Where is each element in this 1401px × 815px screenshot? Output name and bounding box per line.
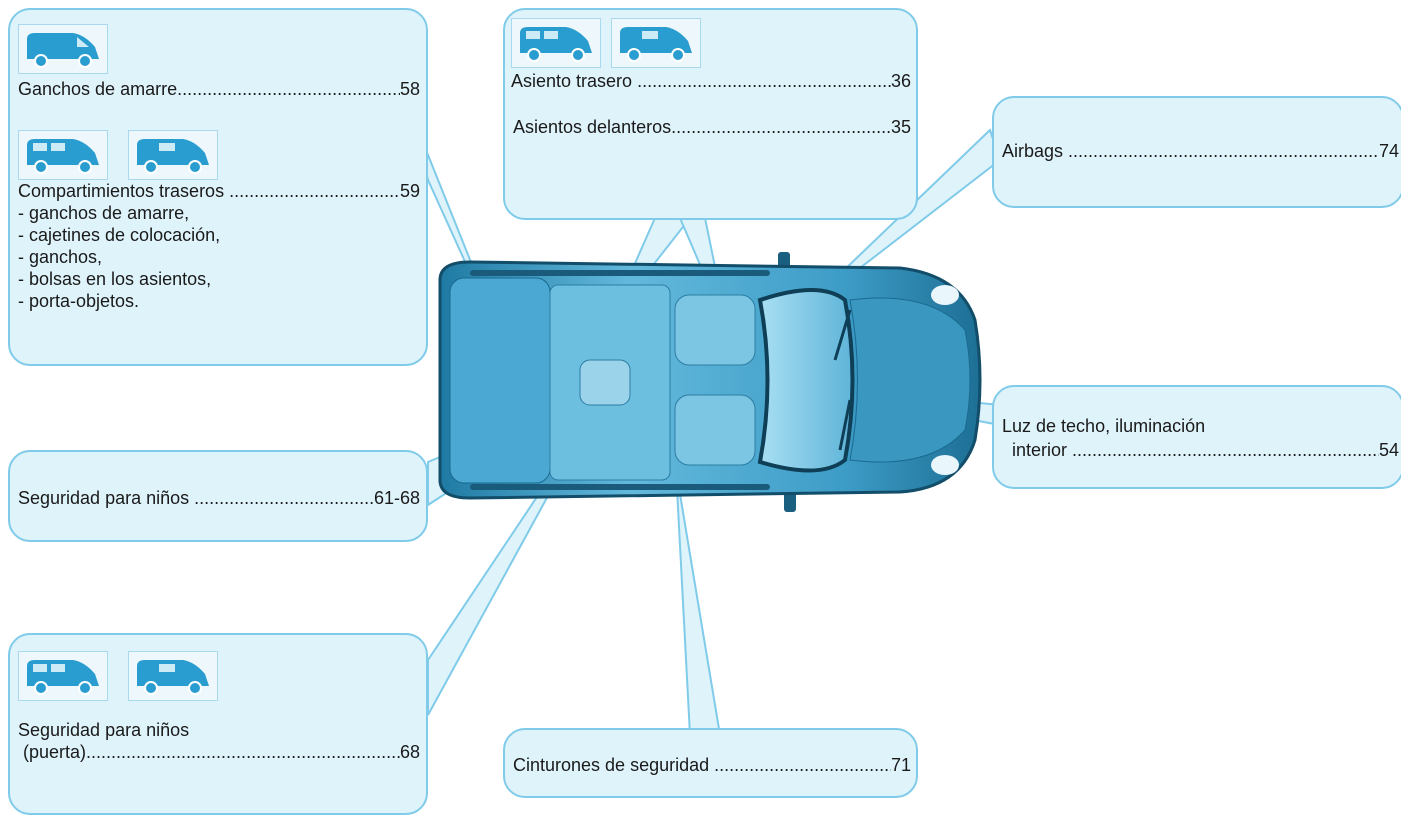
entry-seguridad-puerta[interactable]: (puerta)................................… [18, 742, 420, 762]
callout-box-child-safety-door: Seguridad para niños (puerta)...........… [8, 633, 428, 815]
front-seat-left [674, 294, 756, 366]
callout-box-airbags: Airbags ................................… [992, 96, 1401, 208]
headlight-left [931, 285, 959, 305]
van-icon-passenger [18, 651, 108, 701]
subitem: - ganchos, [18, 247, 103, 267]
entry-compartimientos-traseros[interactable]: Compartimientos traseros ...............… [18, 181, 420, 201]
windshield [757, 288, 855, 473]
entry-seguridad-ninos[interactable]: Seguridad para niños ...................… [18, 488, 420, 508]
van-icon-combi [611, 18, 701, 68]
van-icon-passenger [18, 130, 108, 180]
child-seat [579, 359, 631, 406]
cargo-area [449, 277, 551, 484]
callout-box-cargo: Ganchos de amarre.......................… [8, 8, 428, 366]
entry-asientos-delanteros[interactable]: Asientos delanteros.....................… [513, 117, 911, 137]
entry-luz-de-techo-line1: Luz de techo, iluminación [1002, 416, 1206, 436]
van-icon-cargo [18, 24, 108, 74]
subitem: - cajetines de colocación, [18, 225, 221, 245]
front-seat-right [674, 394, 756, 466]
entry-cinturones[interactable]: Cinturones de seguridad ................… [513, 755, 911, 775]
subitem: - porta-objetos. [18, 291, 140, 311]
callout-box-interior-light: Luz de techo, iluminación interior .....… [992, 385, 1401, 489]
entry-luz-de-techo[interactable]: interior ...............................… [1002, 440, 1399, 460]
hood [849, 297, 971, 463]
subitem: - bolsas en los asientos, [18, 269, 212, 289]
headlight-right [931, 455, 959, 475]
subitem: - ganchos de amarre, [18, 203, 190, 223]
van-icon-passenger [511, 18, 601, 68]
entry-airbags[interactable]: Airbags ................................… [1002, 141, 1399, 161]
entry-seguridad-puerta-line1: Seguridad para niños [18, 720, 190, 740]
callout-box-child-safety: Seguridad para niños ...................… [8, 450, 428, 542]
entry-asiento-trasero[interactable]: Asiento trasero ........................… [511, 71, 911, 91]
entry-ganchos-de-amarre[interactable]: Ganchos de amarre.......................… [18, 79, 420, 99]
van-icon-combi [128, 651, 218, 701]
van-icon-combi [128, 130, 218, 180]
callout-box-seatbelts: Cinturones de seguridad ................… [503, 728, 918, 798]
callout-box-seats: Asiento trasero ........................… [503, 8, 918, 220]
